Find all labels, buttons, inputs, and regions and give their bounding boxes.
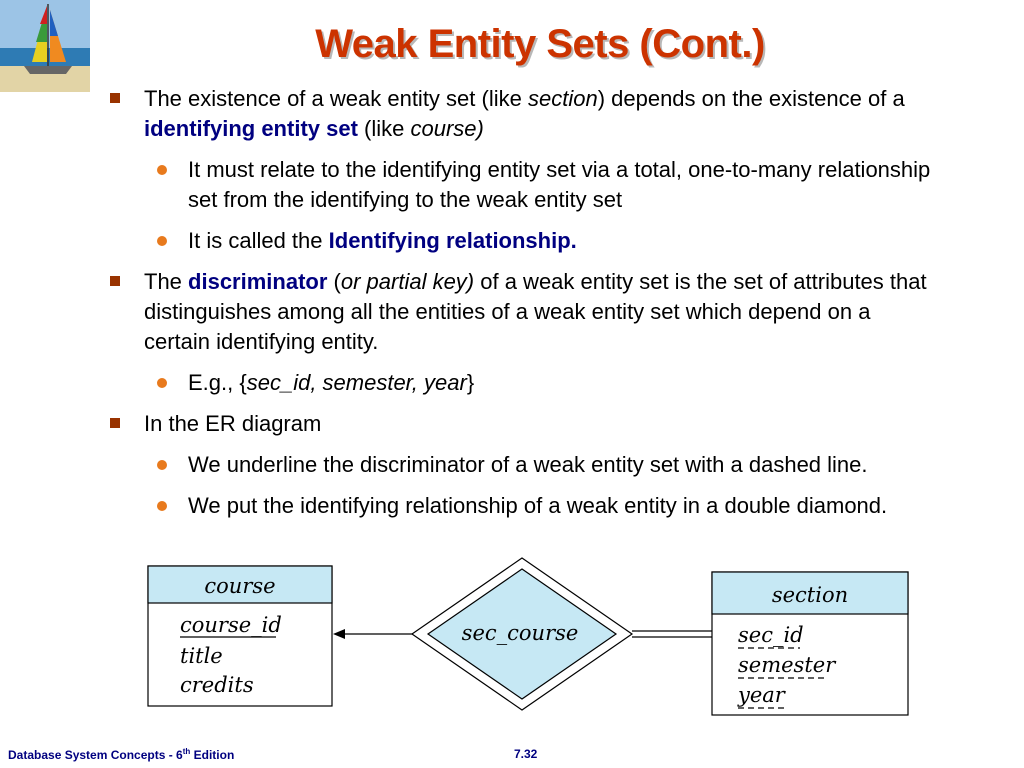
bullet-er-diagram: In the ER diagram [110, 409, 940, 439]
bullet-discriminator: The discriminator (or partial key) of a … [110, 267, 940, 357]
subbullet-identifying-relationship: It is called the Identifying relationshi… [110, 226, 940, 256]
keyword-identifying-relationship: Identifying relationship. [328, 228, 577, 253]
bullet-text: (like [357, 116, 411, 141]
bullet-text: ) depends on the existence of a [597, 86, 905, 111]
bullet-text: The [144, 269, 189, 294]
bullet-text: In the ER diagram [144, 411, 322, 436]
section-entity-name: section [772, 583, 848, 607]
relationship-inner-diamond [426, 568, 618, 700]
section-attr-sec-id: sec_id [738, 623, 804, 647]
er-diagram: course course_id title credits sec_cours… [147, 557, 909, 716]
bullet-emphasis: course) [410, 116, 484, 141]
section-attr-year: year [737, 683, 787, 707]
bullet-text: ( [327, 269, 341, 294]
sailboat-logo [0, 0, 90, 92]
subbullet-double-diamond: We put the identifying relationship of a… [110, 491, 940, 521]
bullet-text: We put the identifying relationship of a… [188, 493, 888, 518]
subbullet-example: E.g., {sec_id, semester, year} [110, 368, 940, 398]
subbullet-total-relation: It must relate to the identifying entity… [110, 155, 940, 215]
section-attr-semester: semester [738, 653, 837, 677]
bullet-emphasis: section [527, 86, 598, 111]
keyword-identifying-entity-set: identifying entity set [144, 116, 358, 141]
bullet-text: It is called the [188, 228, 329, 253]
bullet-text: It must relate to the identifying entity… [188, 157, 931, 212]
relationship-name: sec_course [462, 621, 579, 645]
footer-page-number: 7.32 [514, 747, 538, 761]
bullet-emphasis: sec_id, semester, year [246, 370, 467, 395]
bullet-list: The existence of a weak entity set (like… [110, 84, 940, 532]
course-entity-name: course [204, 574, 275, 598]
slide-title: Weak Entity Sets (Cont.) [315, 22, 765, 66]
bullet-text: The existence of a weak entity set (like [144, 86, 528, 111]
section-entity-header [711, 571, 909, 615]
course-attr-course-id: course_id [180, 613, 282, 637]
course-attr-title: title [180, 644, 223, 668]
bullet-emphasis: or partial key) [340, 269, 475, 294]
bullet-text: We underline the discriminator of a weak… [188, 452, 868, 477]
footer-edition-text: Edition [190, 748, 235, 762]
bullet-text: of a weak entity set is the set of attri… [144, 269, 927, 354]
course-attr-credits: credits [180, 673, 254, 697]
footer-edition-sup: th [182, 747, 191, 756]
footer-title-text: Database System Concepts - 6 [8, 748, 183, 762]
arrow-head [333, 629, 345, 639]
bullet-text: } [466, 370, 475, 395]
bullet-weak-entity-existence: The existence of a weak entity set (like… [110, 84, 940, 144]
course-entity-header [147, 565, 333, 604]
subbullet-dashed-underline: We underline the discriminator of a weak… [110, 450, 940, 480]
bullet-text: E.g., { [188, 370, 247, 395]
footer-course-title: Database System Concepts - 6th Edition [8, 747, 234, 762]
keyword-discriminator: discriminator [188, 269, 328, 294]
